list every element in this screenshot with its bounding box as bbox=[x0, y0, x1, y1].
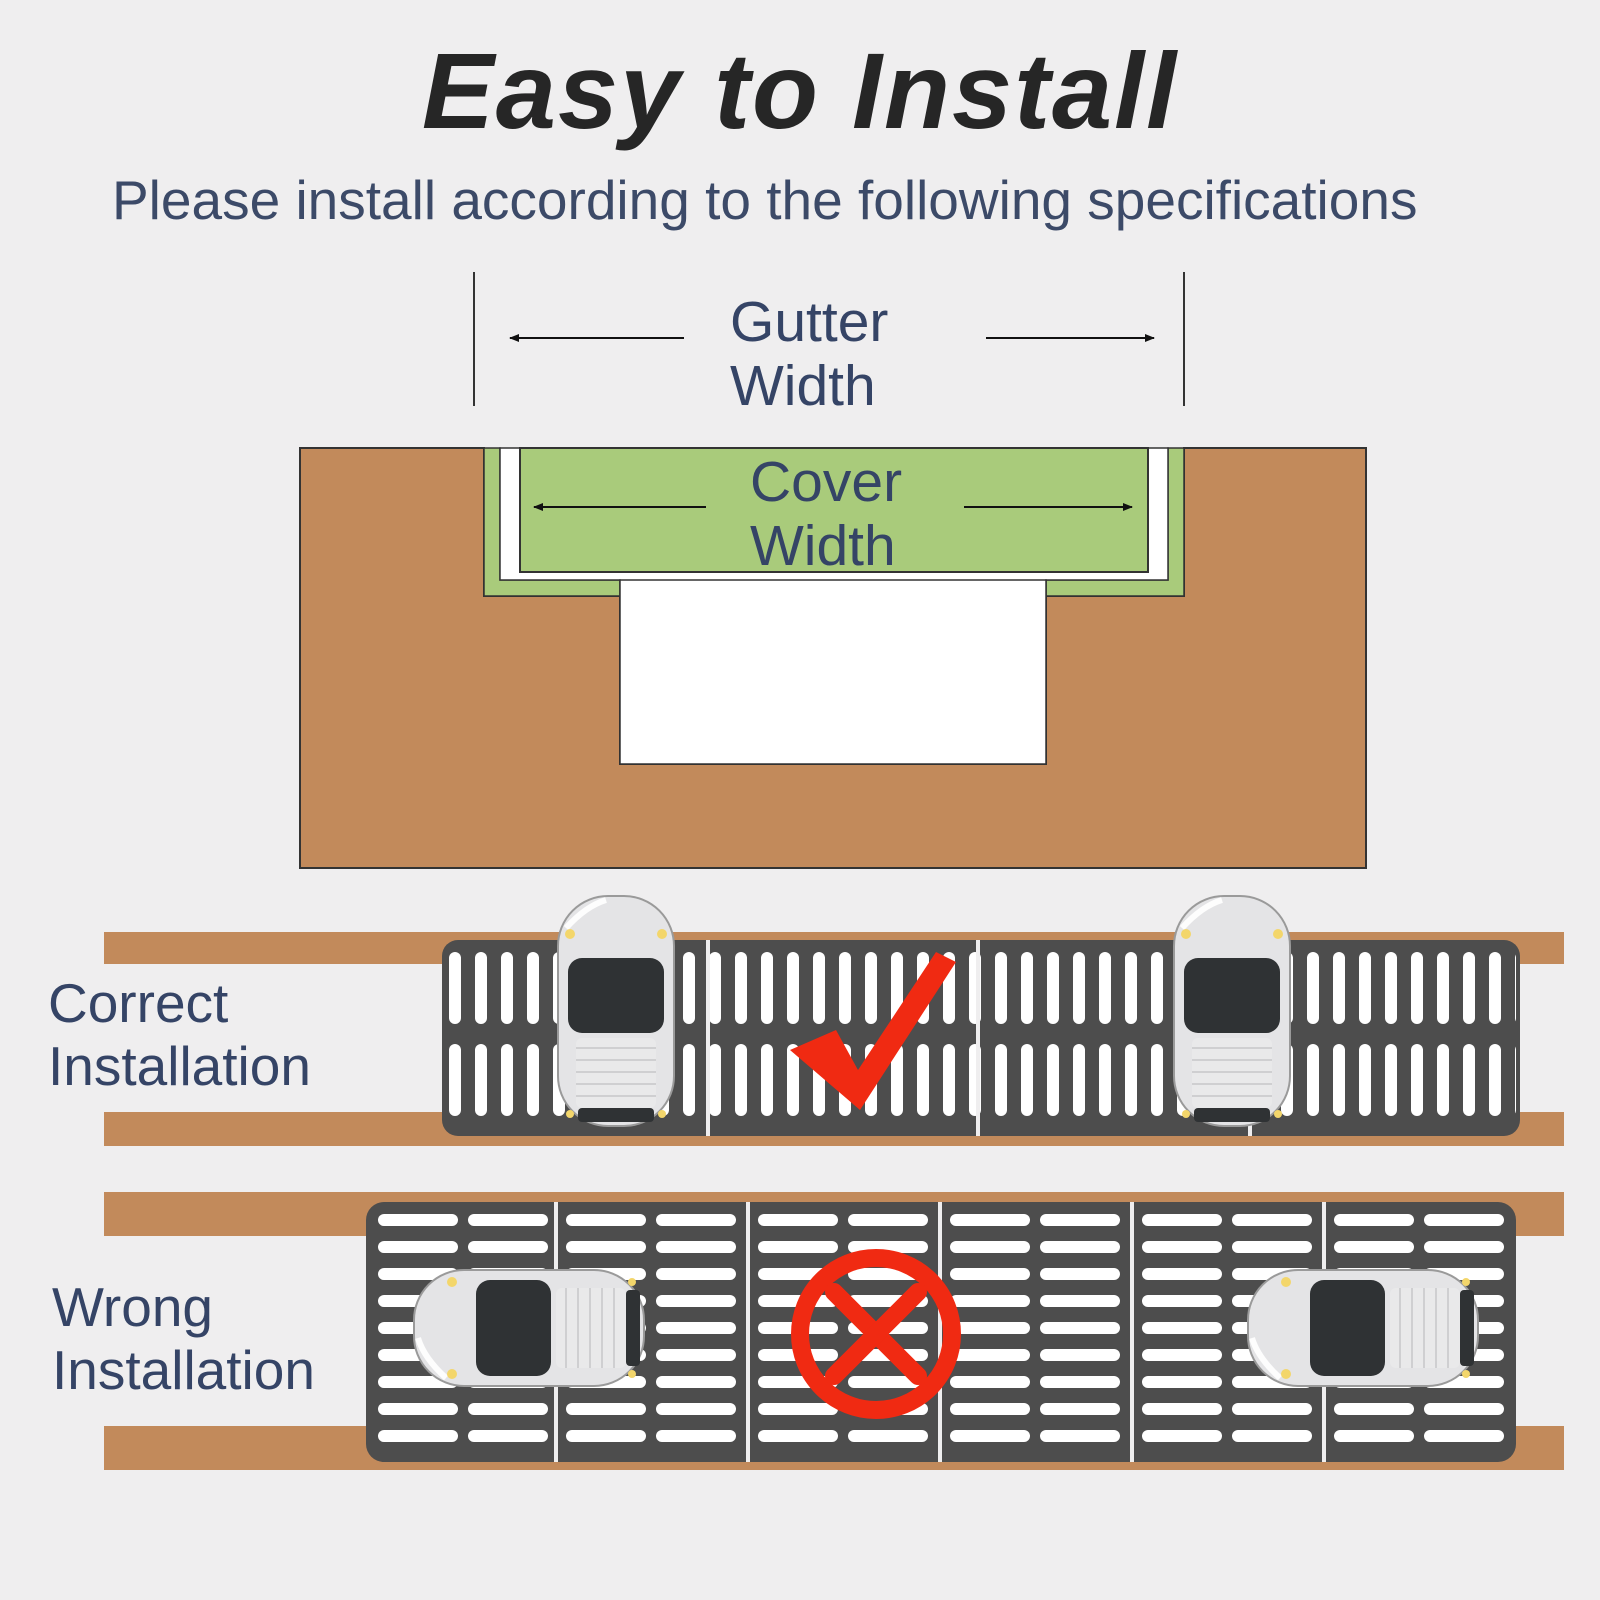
gutter-width-label: Gutter Width bbox=[730, 290, 889, 418]
cover-plate bbox=[519, 447, 1149, 573]
page-title: Easy to Install bbox=[421, 30, 1179, 151]
correct-installation-label: Correct Installation bbox=[48, 972, 311, 1097]
wrong-installation-label: Wrong Installation bbox=[52, 1276, 315, 1401]
page-subtitle: Please install according to the followin… bbox=[112, 169, 1418, 231]
cover-width-label: Cover Width bbox=[750, 450, 903, 578]
wrong-installation-scene bbox=[104, 1192, 1564, 1470]
drain-channel bbox=[619, 579, 1047, 765]
car-icon bbox=[1248, 1270, 1478, 1386]
correct-installation-scene bbox=[104, 896, 1564, 1146]
car-icon bbox=[1174, 896, 1290, 1126]
prohibited-icon bbox=[791, 1249, 961, 1419]
car-icon bbox=[414, 1270, 644, 1386]
checkmark-icon bbox=[790, 952, 956, 1110]
car-icon bbox=[558, 896, 674, 1126]
gutter-cross-section bbox=[299, 272, 1367, 869]
